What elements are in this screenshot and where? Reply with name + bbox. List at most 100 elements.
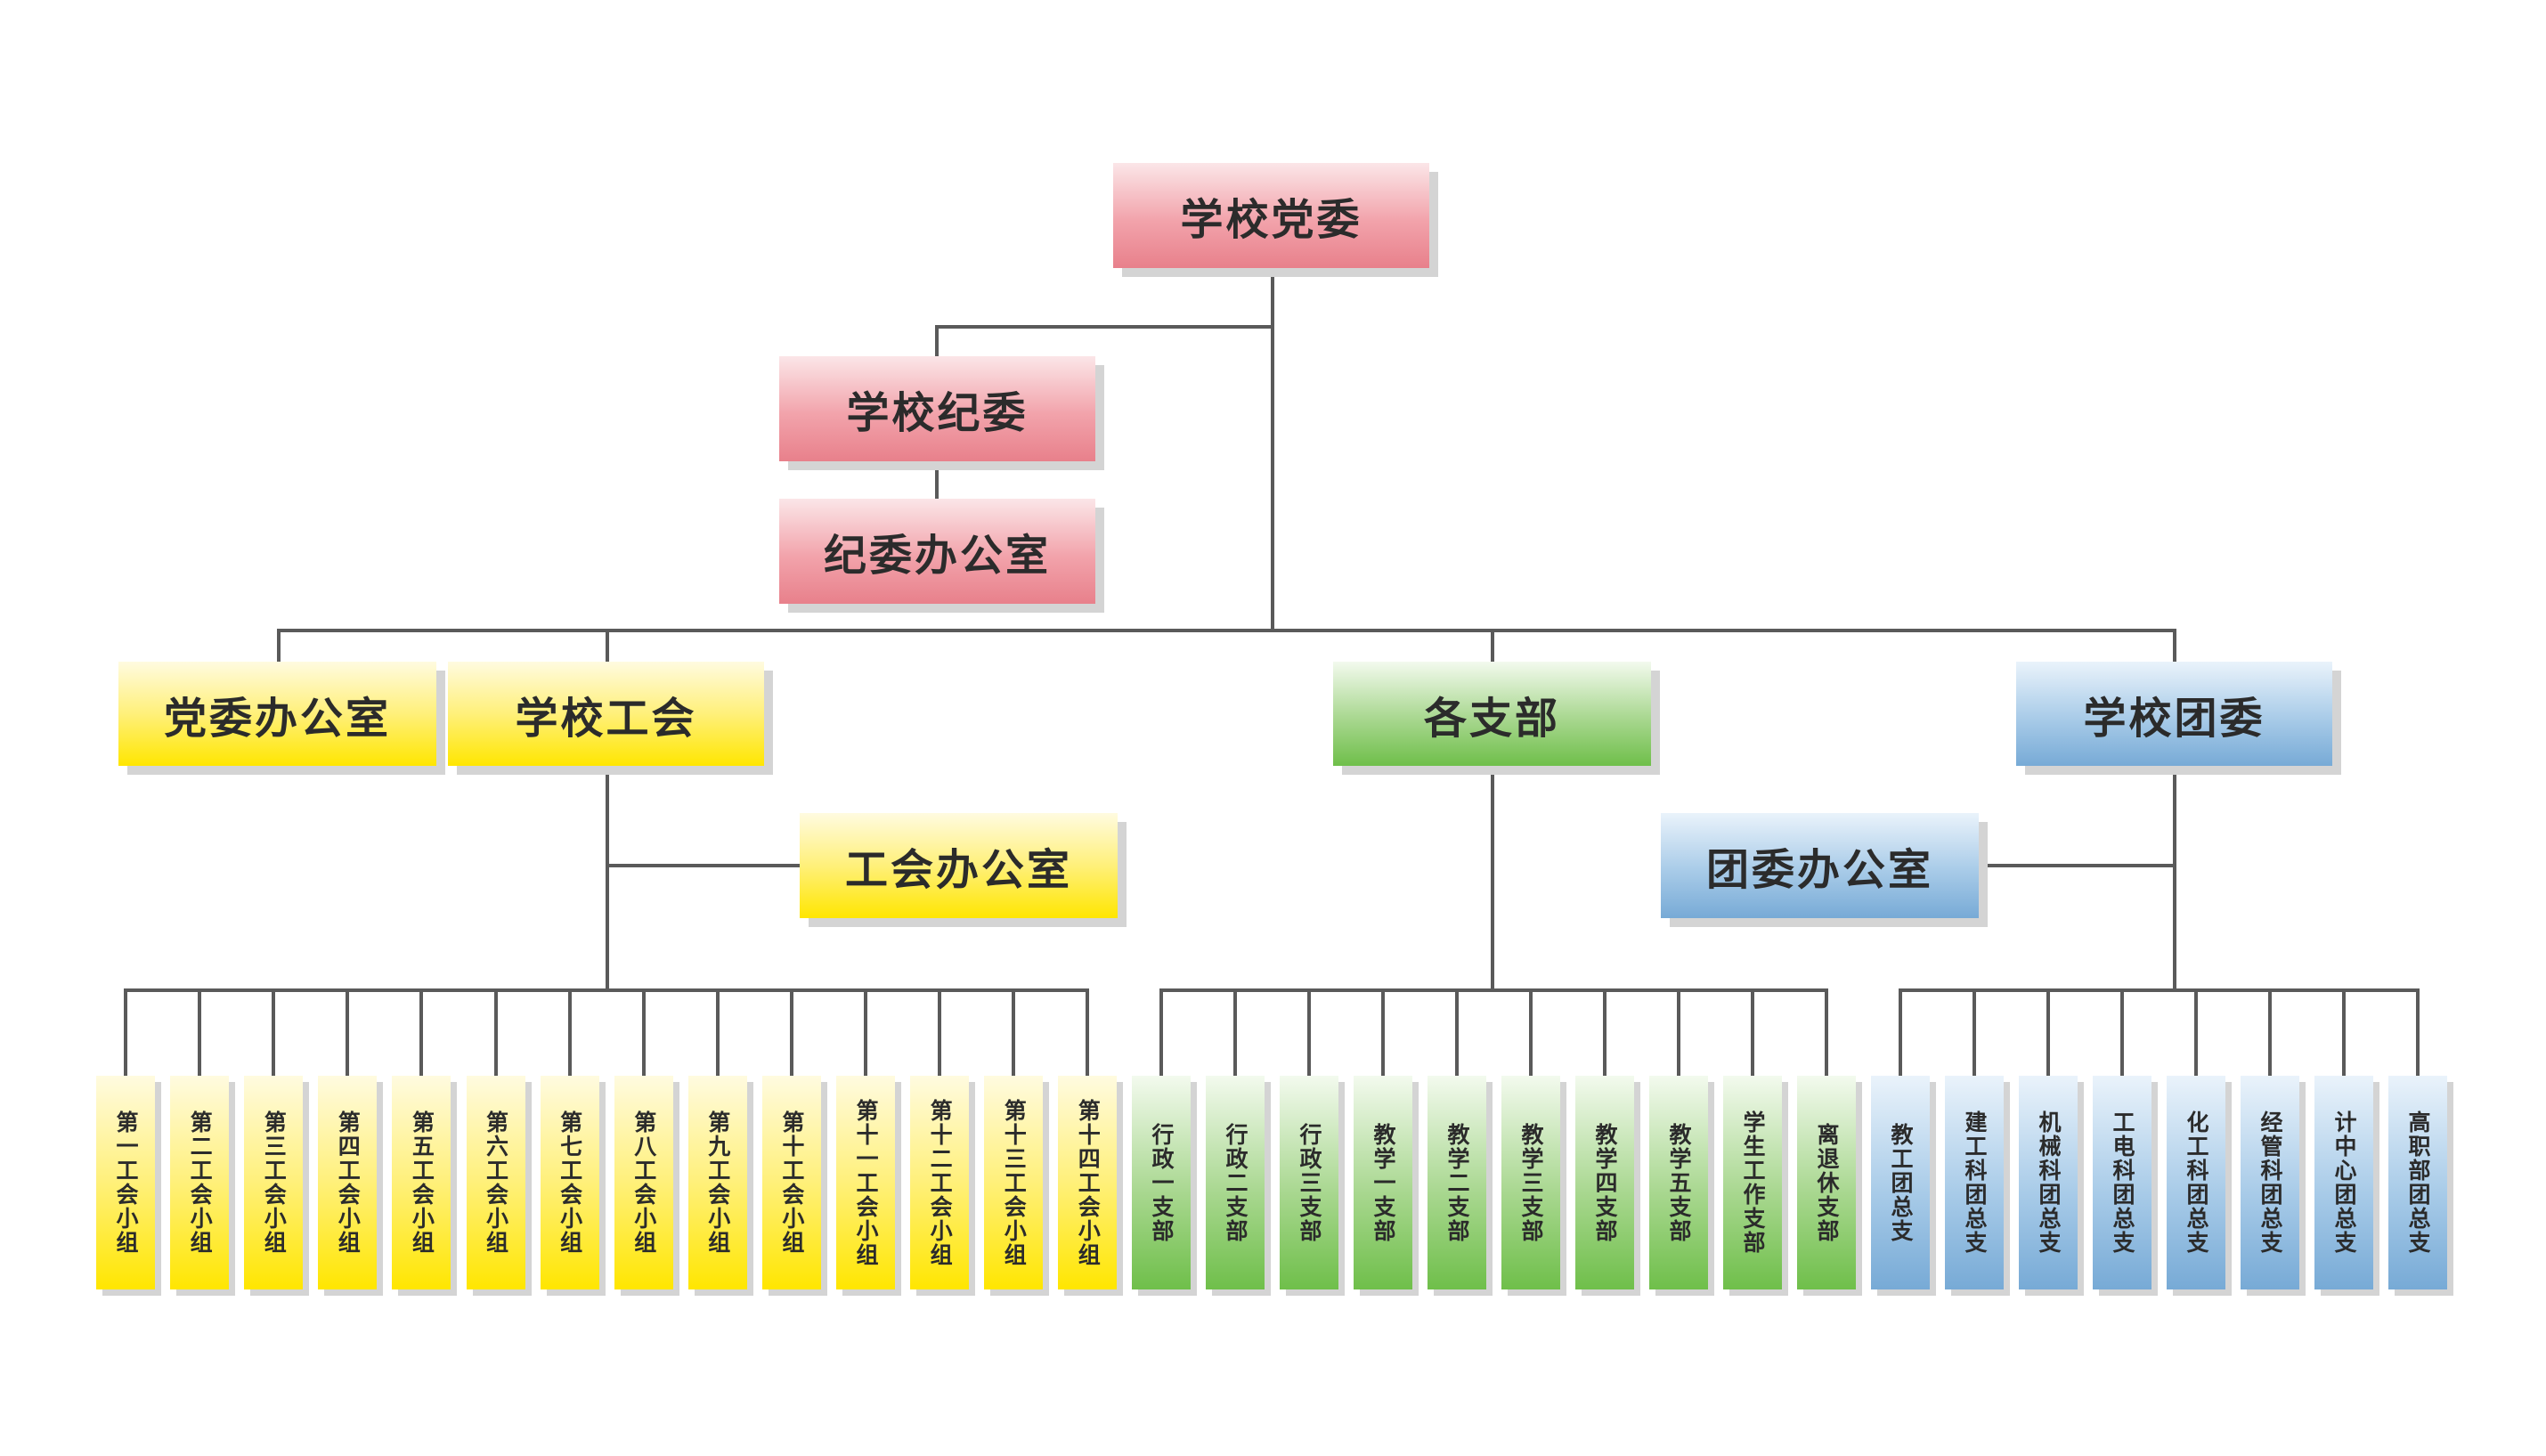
league-branch-box-label: 经管科团总支 <box>2257 1110 2283 1255</box>
connector <box>715 988 720 1076</box>
union-group-box: 第三工会小组 <box>244 1076 304 1289</box>
union-group-box-label: 第十一工会小组 <box>853 1098 879 1267</box>
party-office-box: 党委办公室 <box>118 662 436 766</box>
party-branch-box-label: 离退休支部 <box>1814 1122 1840 1243</box>
connector <box>346 988 350 1076</box>
union-office-box: 工会办公室 <box>800 813 1118 918</box>
league-branch-box: 机械科团总支 <box>2019 1076 2078 1289</box>
union-group-box: 第八工会小组 <box>614 1076 673 1289</box>
league-branch-box: 高职部团总支 <box>2388 1076 2447 1289</box>
party-branch-box: 教学二支部 <box>1428 1076 1486 1289</box>
connector <box>1012 988 1016 1076</box>
discipline-committee-box: 学校纪委 <box>779 356 1095 461</box>
union-group-box: 第一工会小组 <box>96 1076 155 1289</box>
connector <box>606 766 609 990</box>
connector <box>1603 988 1607 1076</box>
connector <box>277 629 281 664</box>
connector <box>2342 988 2346 1076</box>
connector <box>1307 988 1311 1076</box>
union-group-box-label: 第四工会小组 <box>335 1110 362 1255</box>
connector <box>1825 988 1828 1076</box>
union-group-box: 第十三工会小组 <box>984 1076 1044 1289</box>
union-group-box: 第十一工会小组 <box>836 1076 895 1289</box>
union-group-box-label: 第十二工会小组 <box>927 1098 954 1267</box>
connector <box>124 988 127 1076</box>
connector <box>1159 988 1163 1076</box>
union-group-box: 第九工会小组 <box>687 1076 747 1289</box>
union-group-box-label: 第一工会小组 <box>113 1110 139 1255</box>
union-group-box: 第五工会小组 <box>392 1076 451 1289</box>
connector <box>606 864 801 867</box>
union-group-box: 第十二工会小组 <box>910 1076 970 1289</box>
union-group-box: 第十工会小组 <box>761 1076 821 1289</box>
connector <box>2416 988 2420 1076</box>
party-branch-box-label: 教学二支部 <box>1444 1122 1470 1243</box>
union-group-box: 第十四工会小组 <box>1058 1076 1118 1289</box>
party-branch-box-label: 行政三支部 <box>1297 1122 1322 1243</box>
connector <box>2173 629 2176 664</box>
union-group-box-label: 第十工会小组 <box>778 1110 805 1255</box>
union-box: 学校工会 <box>448 662 764 766</box>
union-group-box-label: 第六工会小组 <box>483 1110 509 1255</box>
league-branch-box-label: 高职部团总支 <box>2405 1110 2431 1255</box>
party-branch-box-label: 教学一支部 <box>1371 1122 1396 1243</box>
connector <box>1529 988 1533 1076</box>
party-branch-box: 教学三支部 <box>1501 1076 1560 1289</box>
connector <box>935 325 939 359</box>
party-branch-box-label: 行政二支部 <box>1223 1122 1249 1243</box>
youth-league-office-box: 团委办公室 <box>1661 813 1979 918</box>
union-group-box: 第四工会小组 <box>318 1076 378 1289</box>
connector <box>935 461 939 501</box>
league-branch-box: 经管科团总支 <box>2241 1076 2299 1289</box>
party-branch-box: 行政一支部 <box>1132 1076 1191 1289</box>
league-branch-box-label: 工电科团总支 <box>2110 1110 2135 1255</box>
league-branch-box: 教工团总支 <box>1871 1076 1930 1289</box>
party-branch-box-label: 行政一支部 <box>1149 1122 1175 1243</box>
connector <box>1677 988 1680 1076</box>
party-branch-box-label: 教学三支部 <box>1518 1122 1544 1243</box>
connector <box>1086 988 1090 1076</box>
connector <box>1899 988 1902 1076</box>
connector <box>1381 988 1385 1076</box>
league-branch-box: 计中心团总支 <box>2314 1076 2373 1289</box>
connector <box>2194 988 2198 1076</box>
connector <box>567 988 572 1076</box>
party-branch-box-label: 教学五支部 <box>1666 1122 1692 1243</box>
union-group-box-label: 第二工会小组 <box>187 1110 214 1255</box>
party-committee-box: 学校党委 <box>1113 163 1429 268</box>
union-group-box-label: 第七工会小组 <box>557 1110 583 1255</box>
connector <box>1491 629 1494 664</box>
connector <box>1159 988 1828 992</box>
connector <box>277 629 2176 632</box>
connector <box>938 988 942 1076</box>
league-branch-box-label: 教工团总支 <box>1888 1122 1914 1243</box>
connector <box>1973 988 1976 1076</box>
party-branch-box: 学生工作支部 <box>1723 1076 1782 1289</box>
league-branch-box-label: 计中心团总支 <box>2331 1110 2357 1255</box>
connector <box>789 988 793 1076</box>
party-branch-box: 教学五支部 <box>1649 1076 1708 1289</box>
connector <box>935 325 1274 329</box>
league-branch-box-label: 化工科团总支 <box>2184 1110 2209 1255</box>
connector <box>2268 988 2272 1076</box>
connector <box>641 988 646 1076</box>
connector <box>2173 766 2176 990</box>
union-group-box-label: 第十四工会小组 <box>1075 1098 1102 1267</box>
union-group-box-label: 第三工会小组 <box>261 1110 288 1255</box>
league-branch-box: 工电科团总支 <box>2093 1076 2151 1289</box>
union-group-box: 第六工会小组 <box>466 1076 525 1289</box>
connector <box>1981 864 2176 867</box>
connector <box>419 988 424 1076</box>
party-branch-box-label: 学生工作支部 <box>1740 1110 1766 1255</box>
union-group-box-label: 第五工会小组 <box>409 1110 435 1255</box>
union-group-box-label: 第十三工会小组 <box>1001 1098 1028 1267</box>
connector <box>864 988 867 1076</box>
union-group-box-label: 第九工会小组 <box>704 1110 731 1255</box>
union-group-box: 第二工会小组 <box>170 1076 230 1289</box>
party-branch-box: 行政三支部 <box>1280 1076 1338 1289</box>
union-group-box-label: 第八工会小组 <box>630 1110 657 1255</box>
connector <box>1491 766 1494 990</box>
party-branch-box-label: 教学四支部 <box>1592 1122 1618 1243</box>
connector <box>124 988 1090 992</box>
